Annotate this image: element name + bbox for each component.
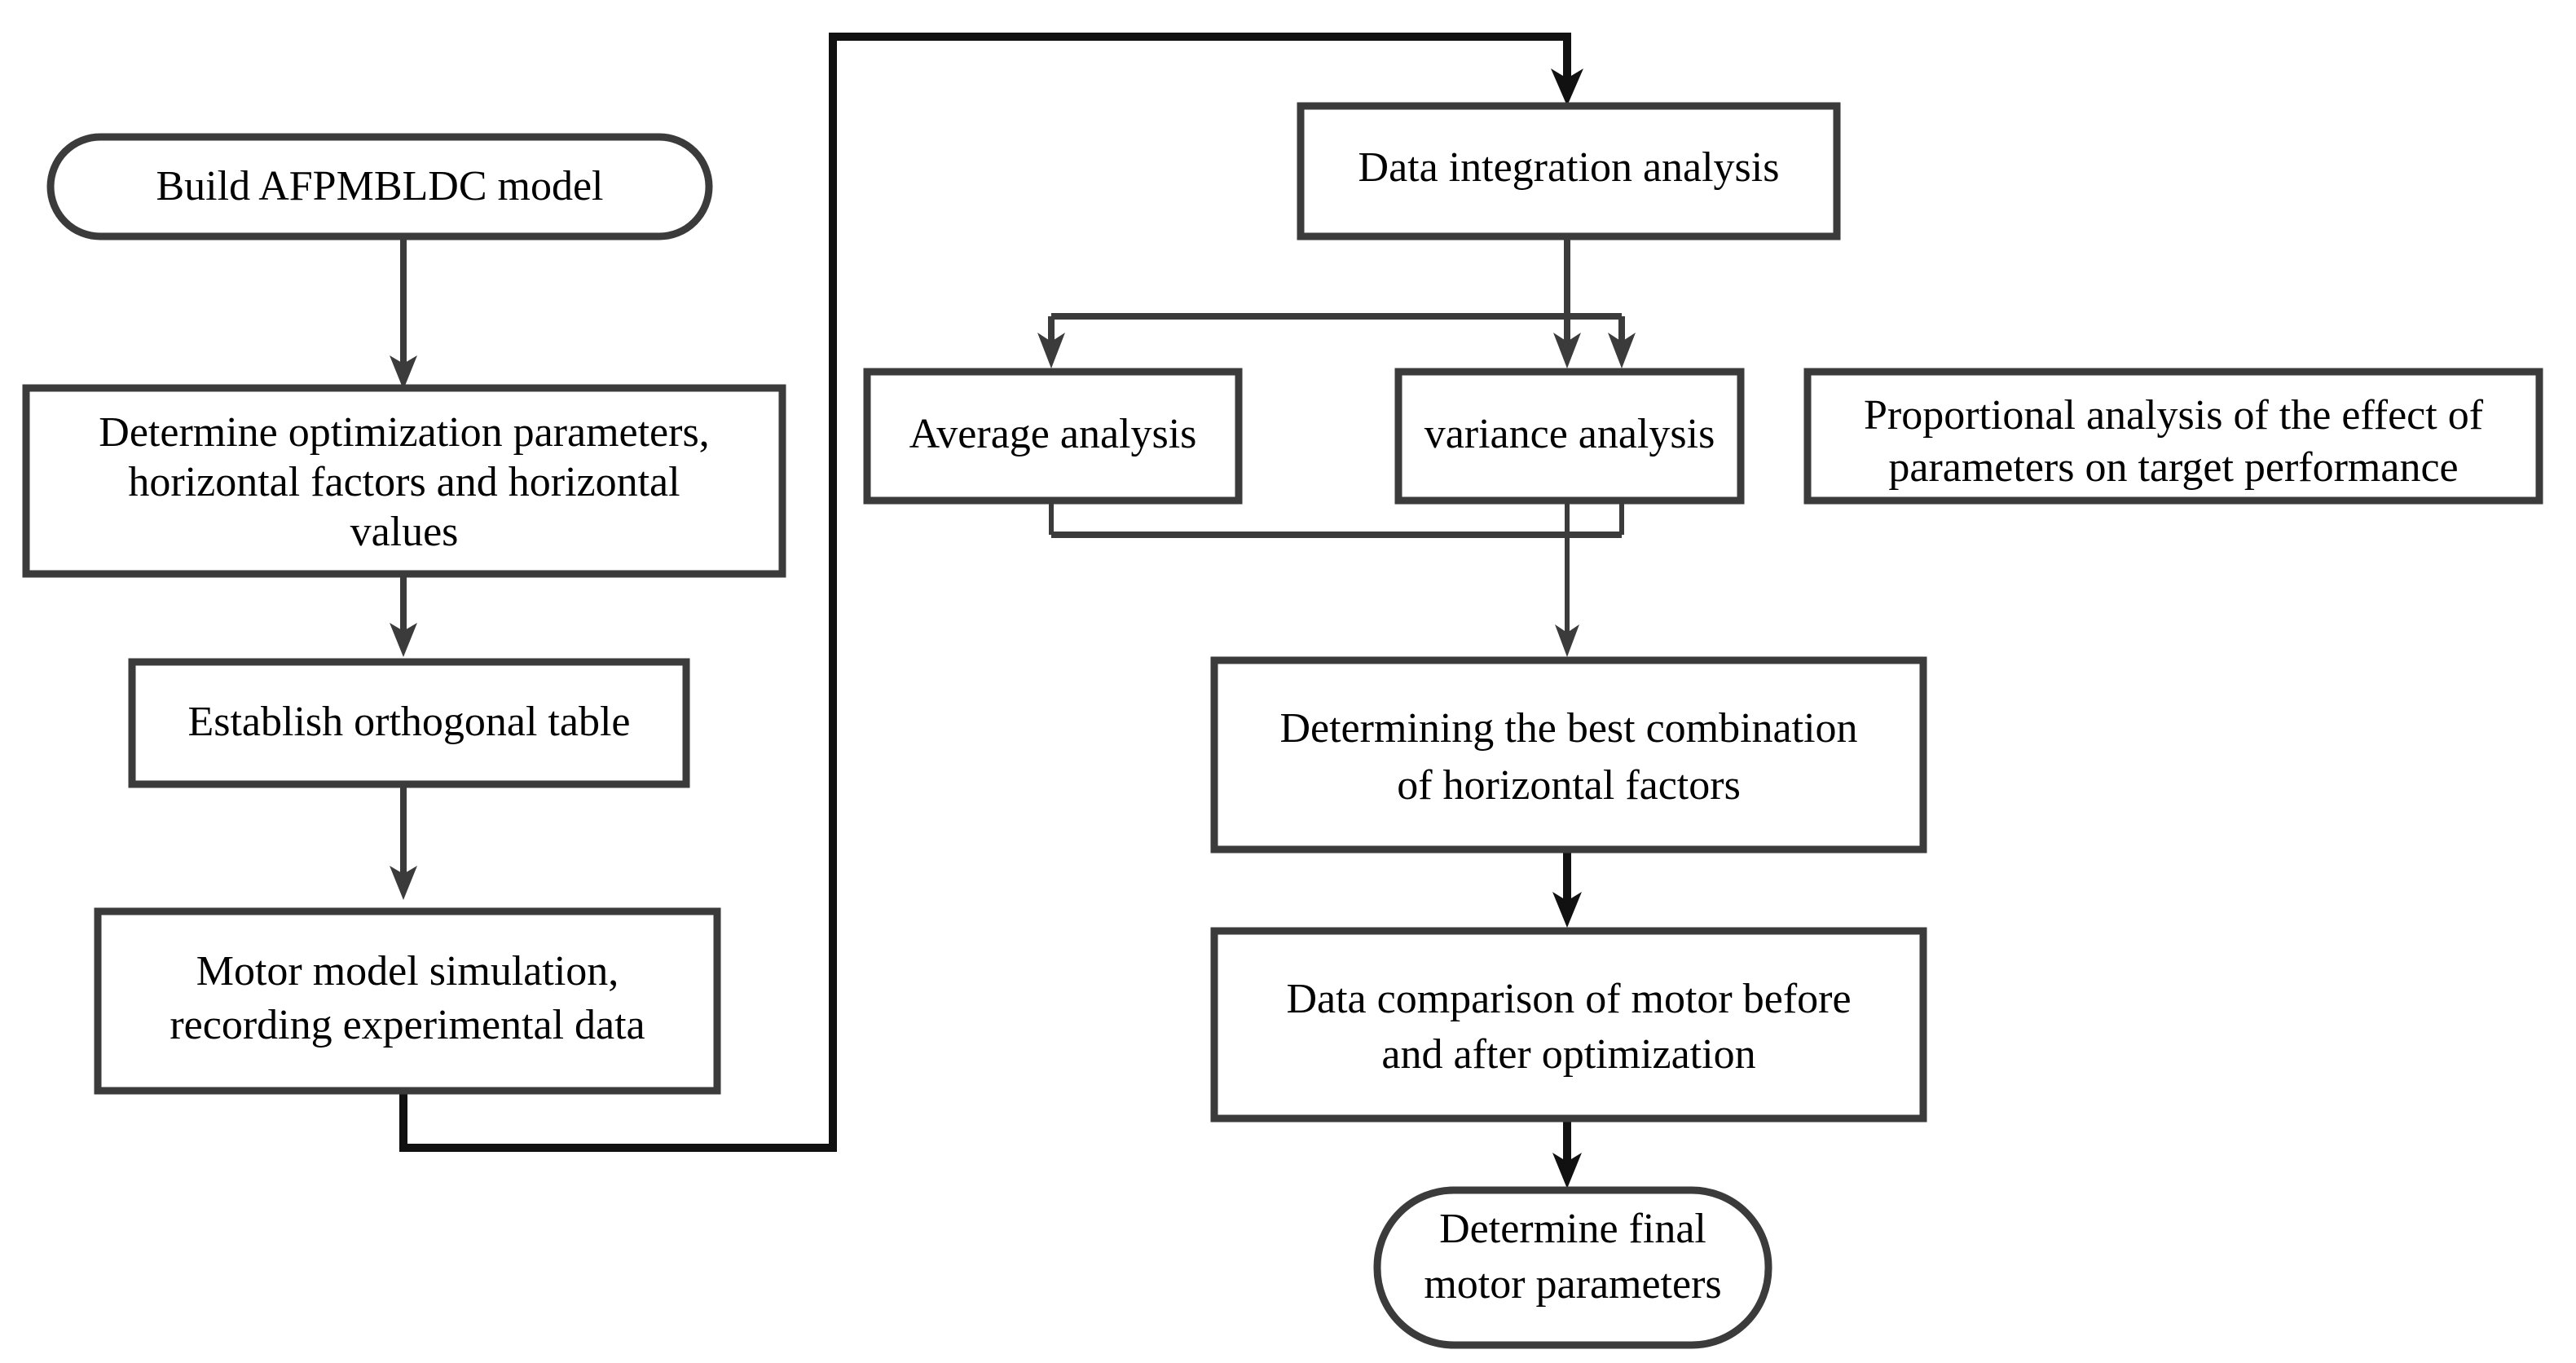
- arrow-head-icon: [1552, 892, 1582, 928]
- node-proportional-analysis[interactable]: Proportional analysis of the effect of p…: [1803, 368, 2543, 505]
- node-label-line2: parameters on target performance: [1888, 444, 2458, 491]
- node-label-line2: recording experimental data: [170, 1002, 645, 1048]
- node-label-line1: Determine final: [1439, 1206, 1706, 1252]
- node-label-line1: Determining the best combination: [1279, 705, 1857, 752]
- node-label: variance analysis: [1425, 411, 1715, 457]
- node-shape-process: [1210, 927, 1927, 1123]
- node-label-line1: Determine optimization parameters,: [99, 409, 709, 456]
- node-label-line1: Motor model simulation,: [196, 948, 619, 995]
- arrow-head-icon: [1555, 624, 1579, 657]
- edge-determine-to-orthogonal: [390, 576, 417, 657]
- node-label-line3: values: [350, 509, 459, 555]
- node-label-line2: of horizontal factors: [1397, 762, 1741, 809]
- node-label: Data integration analysis: [1358, 144, 1780, 191]
- arrow-head-icon: [1552, 1153, 1582, 1189]
- node-label: Average analysis: [909, 411, 1197, 457]
- node-build-model[interactable]: Build AFPMBLDC model: [46, 133, 713, 240]
- node-final-parameters[interactable]: Determine final motor parameters: [1373, 1186, 1772, 1349]
- node-label: Establish orthogonal table: [187, 699, 630, 745]
- edge-simulation-to-integration-feedback: [399, 33, 1583, 1152]
- node-shape-process: [22, 384, 786, 578]
- node-best-combination[interactable]: Determining the best combination of hori…: [1210, 656, 1927, 854]
- node-shape-terminator: [46, 133, 713, 240]
- arrow-head-icon: [390, 355, 417, 390]
- node-label-line1: Proportional analysis of the effect of: [1864, 392, 2484, 439]
- node-label-line2: motor parameters: [1424, 1261, 1721, 1308]
- node-label-line1: Data comparison of motor before: [1286, 976, 1851, 1022]
- node-shape-terminator: [1373, 1186, 1772, 1349]
- arrow-head-icon: [1608, 333, 1636, 368]
- edge-line: [399, 33, 1571, 1152]
- edge-build-to-determine: [390, 239, 417, 390]
- node-shape-process: [128, 658, 690, 788]
- edge-comparison-to-final: [1552, 1118, 1582, 1189]
- edge-analyses-merge: [1049, 501, 1624, 657]
- node-label-line2: horizontal factors and horizontal: [128, 459, 680, 505]
- arrow-head-icon: [390, 866, 417, 900]
- node-determine-params[interactable]: Determine optimization parameters, horiz…: [22, 384, 786, 578]
- node-label: Build AFPMBLDC model: [156, 163, 604, 210]
- node-shape-process: [863, 368, 1243, 505]
- node-label-line2: and after optimization: [1381, 1031, 1755, 1078]
- edge-integration-split: [1037, 236, 1636, 368]
- node-shape-process: [94, 907, 721, 1095]
- node-shape-process: [1394, 368, 1745, 505]
- node-orthogonal-table[interactable]: Establish orthogonal table: [128, 658, 690, 788]
- node-average-analysis[interactable]: Average analysis: [863, 368, 1243, 505]
- arrow-head-icon: [390, 623, 417, 657]
- edge-best-to-comparison: [1552, 849, 1582, 928]
- node-shape-process: [1803, 368, 2543, 505]
- arrow-head-icon: [1037, 333, 1065, 368]
- node-shape-process: [1297, 102, 1841, 240]
- node-data-integration[interactable]: Data integration analysis: [1297, 102, 1841, 240]
- arrow-head-icon: [1553, 333, 1581, 368]
- arrow-head-icon: [1551, 68, 1583, 106]
- node-motor-simulation[interactable]: Motor model simulation, recording experi…: [94, 907, 721, 1095]
- edge-orthogonal-to-simulation: [390, 783, 417, 900]
- node-data-comparison[interactable]: Data comparison of motor before and afte…: [1210, 927, 1927, 1123]
- node-variance-analysis[interactable]: variance analysis: [1394, 368, 1745, 505]
- node-shape-process: [1210, 656, 1927, 854]
